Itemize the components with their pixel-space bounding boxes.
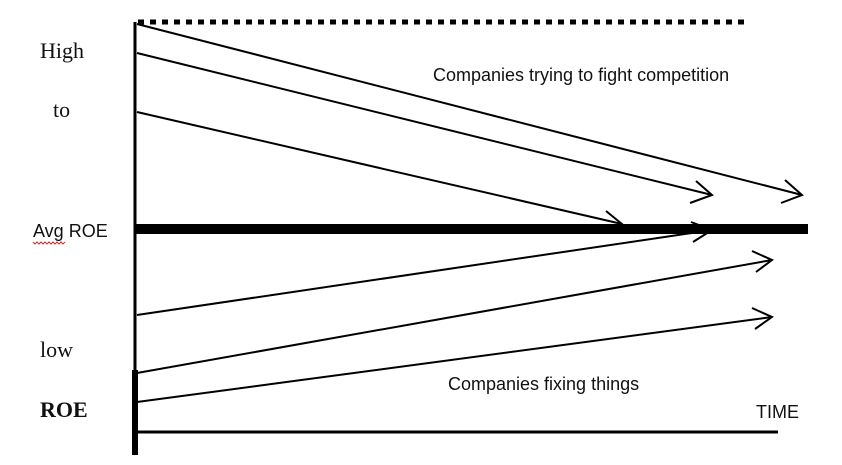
- spellcheck-squiggle: [32, 241, 66, 245]
- trend-line-high-2: [136, 52, 714, 204]
- label-time: TIME: [756, 402, 799, 422]
- label-low: low: [40, 337, 73, 362]
- trend-line-high-1: [136, 23, 804, 204]
- label-high: High: [40, 38, 84, 63]
- trend-line-low-1: [136, 250, 774, 374]
- caption-fixing-things: Companies fixing things: [448, 374, 639, 394]
- label-roe: ROE: [40, 397, 88, 422]
- trend-line-below-average: [136, 221, 715, 316]
- label-avg-roe: Avg ROE: [33, 221, 108, 241]
- trend-line-above-average: [136, 111, 624, 233]
- label-to: to: [53, 97, 70, 122]
- caption-fight-competition: Companies trying to fight competition: [433, 65, 729, 85]
- trend-line-low-2: [136, 307, 775, 403]
